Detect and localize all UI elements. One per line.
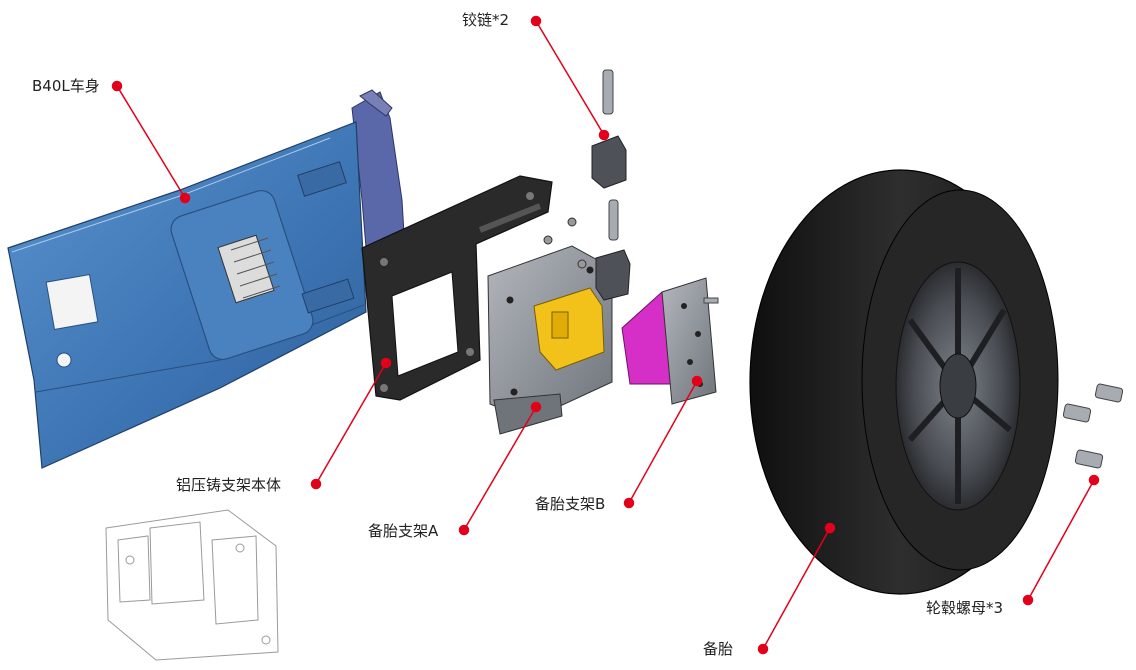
callout-anchor-bracket-b bbox=[691, 375, 703, 387]
reference-sketch bbox=[105, 509, 279, 661]
callout-dot-casting bbox=[310, 478, 322, 490]
callout-dot-bracket-a bbox=[458, 524, 470, 536]
callout-line-body bbox=[116, 85, 186, 199]
callout-dot-tire bbox=[757, 643, 769, 655]
label-b40l-body: B40L车身 bbox=[32, 77, 100, 95]
callout-dot-lug-nut bbox=[1022, 594, 1034, 606]
label-casting-bracket-body: 铝压铸支架本体 bbox=[176, 476, 282, 494]
callout-dot-body bbox=[111, 80, 123, 92]
callout-dot-hinge bbox=[530, 15, 542, 27]
spare-tire-bracket-b-part bbox=[621, 277, 719, 405]
callout-anchor-lug-nut bbox=[1088, 474, 1100, 486]
callout-anchor-body bbox=[179, 192, 191, 204]
callout-lines bbox=[111, 15, 1100, 655]
callout-line-bracket-b bbox=[628, 380, 698, 504]
casting-bracket-body-part bbox=[361, 175, 553, 401]
b40l-body-part bbox=[7, 89, 409, 469]
spare-tire-bracket-a-part bbox=[487, 245, 613, 435]
callout-anchor-hinge bbox=[598, 129, 610, 141]
callout-line-lug-nut bbox=[1027, 479, 1095, 601]
callout-line-hinge bbox=[535, 20, 605, 136]
label-hinge: 铰链*2 bbox=[462, 11, 510, 29]
callout-line-tire bbox=[762, 527, 831, 650]
callout-anchor-tire bbox=[824, 522, 836, 534]
wheel-lug-nut-part bbox=[1062, 383, 1124, 469]
callout-anchor-bracket-a bbox=[530, 401, 542, 413]
label-wheel-lug-nut: 轮毂螺母*3 bbox=[926, 599, 1004, 617]
callout-anchor-casting bbox=[380, 357, 392, 369]
label-spare-tire-bracket-b: 备胎支架B bbox=[535, 495, 606, 513]
label-spare-tire: 备胎 bbox=[703, 640, 734, 658]
callout-line-casting bbox=[315, 362, 387, 485]
hinge-part bbox=[543, 69, 631, 301]
callout-dot-bracket-b bbox=[623, 497, 635, 509]
label-spare-tire-bracket-a: 备胎支架A bbox=[368, 522, 439, 540]
callout-line-bracket-a bbox=[463, 406, 537, 531]
spare-tire-part bbox=[749, 169, 1059, 595]
